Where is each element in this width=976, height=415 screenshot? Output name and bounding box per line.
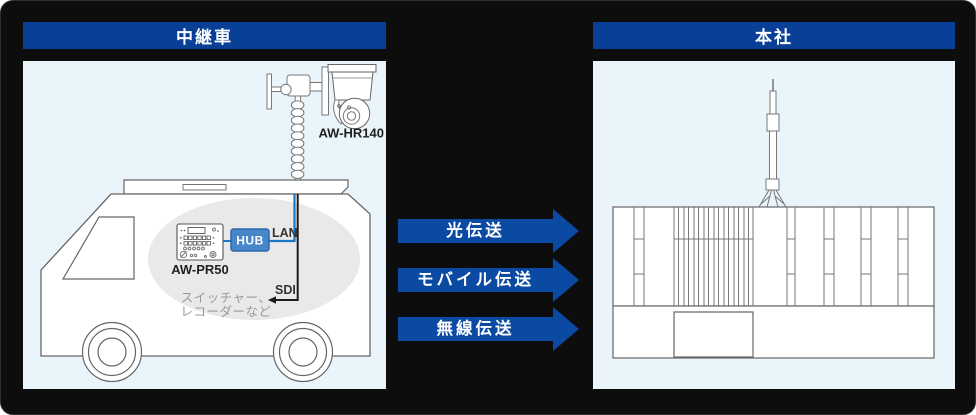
arrow-shaft: 光伝送 [398, 219, 553, 243]
switcher-note-line2: レコーダーなど [180, 304, 271, 319]
relay-van-panel: AW-HR140 [23, 61, 386, 389]
mobile-transmission-arrow: モバイル伝送 [398, 258, 579, 302]
building-louver-section [673, 207, 754, 306]
headquarters-drawing [612, 79, 935, 359]
hub-label: HUB [236, 234, 264, 248]
roof-rack [123, 179, 349, 195]
controller-knobs [179, 246, 217, 259]
building-entrance [673, 311, 754, 358]
building-lower-floor [612, 305, 935, 359]
arrow-head-icon [553, 307, 579, 351]
mobile-transmission-label: モバイル伝送 [417, 270, 534, 289]
controller-model-label: AW-PR50 [171, 262, 229, 277]
camera-model-label: AW-HR140 [319, 126, 384, 141]
ptz-camera [266, 64, 377, 130]
front-wheel [81, 321, 143, 383]
controller-display [187, 227, 206, 234]
headquarters-panel [593, 61, 955, 389]
wireless-transmission-label: 無線伝送 [436, 319, 515, 338]
controller-buttons [183, 235, 211, 246]
headquarters-header: 本社 [593, 22, 955, 49]
arrow-shaft: 無線伝送 [398, 317, 553, 341]
sdi-label: SDI [275, 283, 296, 297]
arrow-head-icon [553, 209, 579, 253]
camera-housing [331, 71, 374, 101]
coiled-cable [290, 100, 305, 179]
lan-label: LAN [272, 226, 298, 240]
building-facade [612, 206, 935, 307]
relay-van-header: 中継車 [23, 22, 386, 49]
camera-top-plate [327, 64, 377, 73]
building-columns [633, 207, 909, 306]
headquarters-title: 本社 [755, 28, 793, 47]
arrow-head-icon [553, 258, 579, 302]
antenna-tower [758, 79, 787, 208]
optical-transmission-label: 光伝送 [446, 221, 505, 240]
sdi-cable [275, 194, 299, 301]
lan-cable [269, 194, 296, 243]
roof-vent [182, 184, 227, 191]
rear-wheel [272, 321, 334, 383]
relay-van-title: 中継車 [176, 28, 233, 47]
camera-lens-icon [342, 107, 361, 125]
switcher-note-line1: スイッチャー、 [181, 291, 272, 305]
arrow-shaft: モバイル伝送 [398, 268, 553, 292]
optical-transmission-arrow: 光伝送 [398, 209, 579, 253]
sdi-arrowhead-icon [268, 296, 276, 304]
controller-unit [176, 223, 224, 261]
wireless-transmission-arrow: 無線伝送 [398, 307, 579, 351]
van-window [61, 216, 135, 280]
relay-van-drawing: AW-HR140 [40, 64, 384, 383]
